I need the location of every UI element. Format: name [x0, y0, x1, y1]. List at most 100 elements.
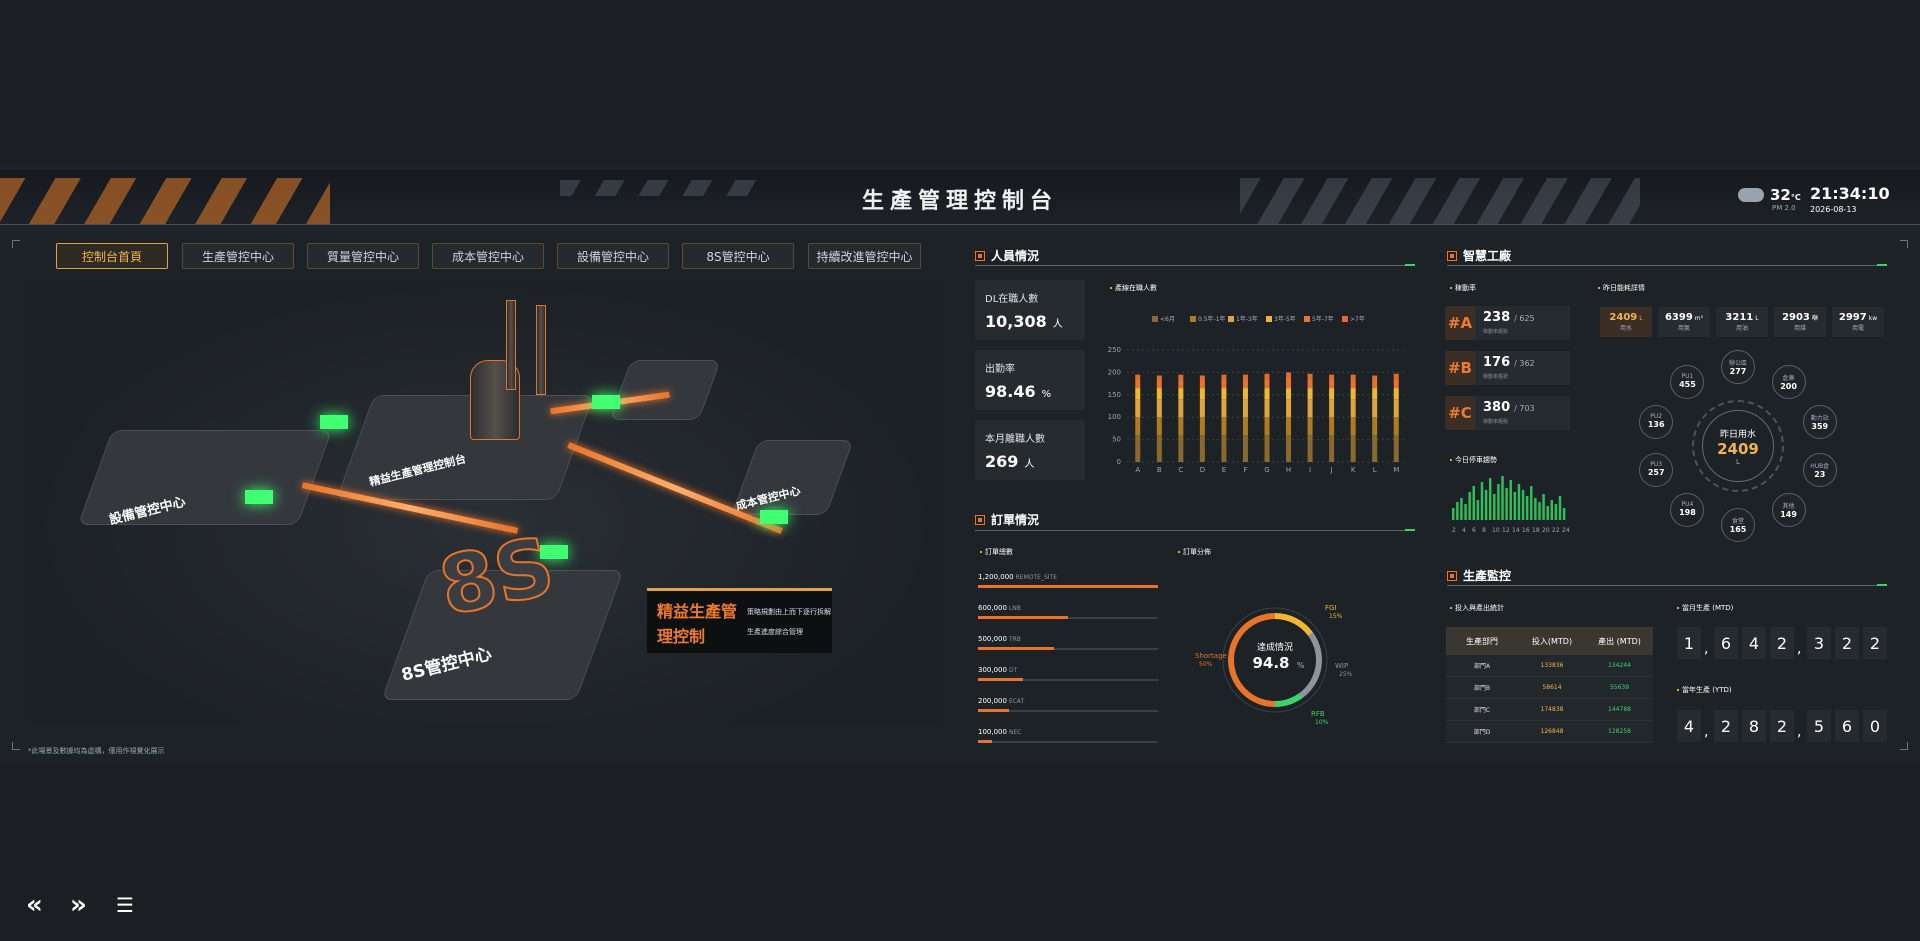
bar-segment	[1199, 399, 1205, 418]
order-bar-fill	[978, 585, 1158, 588]
donut-slice-pct: 10%	[1315, 719, 1329, 726]
bar-segment	[1156, 388, 1162, 400]
node-value: 136	[1647, 419, 1665, 429]
trend-bar	[1509, 480, 1512, 520]
node-value: 165	[1729, 525, 1747, 535]
donut-slice-pct: 50%	[1199, 661, 1213, 668]
y-tick-label: 0	[1117, 458, 1121, 466]
water-name: 用水	[1619, 325, 1632, 332]
nav-tab-3[interactable]: 質量管控中心	[307, 243, 419, 269]
trend-label: 今日停車趨勢	[1450, 455, 1497, 465]
prev-page-button[interactable]: «	[26, 890, 43, 920]
nav-tab-4[interactable]: 成本管控中心	[432, 243, 544, 269]
line-value: 176/ 362	[1483, 355, 1535, 370]
trend-bar	[1464, 504, 1467, 520]
node-light	[760, 510, 788, 524]
node-light	[245, 490, 273, 504]
dept-cell: 部門A	[1473, 663, 1491, 670]
nav-tab-2[interactable]: 生產管控中心	[182, 243, 294, 269]
donut-slice-label: RFB	[1311, 710, 1325, 718]
trend-bar	[1480, 482, 1484, 520]
trend-x-label: 10	[1492, 527, 1500, 534]
donut-center-label: 達成情況	[1257, 641, 1293, 653]
y-tick-label: 250	[1108, 346, 1121, 354]
water-unit: kw	[1868, 315, 1878, 322]
personnel-header: 人員情況	[975, 247, 1039, 264]
bar-segment	[1329, 399, 1335, 418]
donut-center-unit: %	[1297, 661, 1305, 670]
node-name: 食堂	[1731, 518, 1744, 526]
nav-tab-6[interactable]: 8S管控中心	[682, 243, 794, 269]
legend-item: 1年-3年	[1228, 314, 1258, 323]
bar-segment	[1242, 374, 1248, 380]
donut-slice	[1274, 693, 1303, 707]
cloud-icon	[1738, 188, 1764, 202]
trend-x-label: 18	[1532, 527, 1540, 534]
node-name: PU1	[1681, 372, 1694, 380]
node-light	[320, 415, 348, 429]
digit-separator: ,	[1797, 641, 1802, 657]
promo-title: 精益生產管理控制	[657, 602, 738, 646]
nav-tab-7[interactable]: 持續改進管控中心	[808, 243, 921, 269]
clock: 21:34:10	[1810, 184, 1890, 203]
bar-segment	[1393, 378, 1399, 389]
x-tick-label: M	[1393, 466, 1399, 474]
donut-center-value: 94.8	[1252, 654, 1289, 672]
trend-bar	[1501, 476, 1504, 520]
bar-segment	[1178, 379, 1184, 389]
dept-cell: 部門B	[1473, 685, 1491, 692]
y-tick-label: 200	[1108, 368, 1121, 376]
water-name: 用煤	[1793, 325, 1806, 332]
section-icon	[975, 250, 985, 261]
gauge-ring	[1702, 410, 1774, 482]
bar-segment	[1372, 435, 1378, 462]
pm-value: PM 2.0	[1772, 204, 1796, 212]
bar-segment	[1264, 388, 1270, 400]
order-value: 600,000	[978, 604, 1007, 612]
kpi-number: 10,308	[985, 312, 1047, 331]
header-stripe-mid	[560, 180, 760, 196]
legend-label: 0.5年-1年	[1198, 316, 1226, 323]
trend-bar	[1476, 500, 1480, 520]
order-key: ECAT	[1008, 698, 1025, 705]
menu-button[interactable]: ☰	[116, 893, 134, 917]
production-header: 生產監控	[1447, 567, 1511, 584]
line-tag: #A	[1445, 306, 1475, 340]
nav-tab-5[interactable]: 設備管控中心	[557, 243, 669, 269]
node-value: 23	[1814, 470, 1826, 480]
trend-x-label: 6	[1472, 527, 1476, 534]
frame-corner	[1900, 742, 1908, 750]
node-light	[540, 545, 568, 559]
nav-tab-1[interactable]: 控制台首頁	[56, 243, 168, 269]
gauge-unit: L	[1736, 457, 1740, 466]
bar-segment	[1156, 417, 1162, 436]
order-bar-fill	[978, 616, 1068, 619]
section-title: 生產監控	[1463, 569, 1512, 583]
bar-segment	[1286, 372, 1292, 377]
legend-item: 5年-7年	[1304, 314, 1334, 323]
next-page-button[interactable]: »	[70, 890, 87, 920]
digit-cell: 5	[1807, 710, 1831, 742]
